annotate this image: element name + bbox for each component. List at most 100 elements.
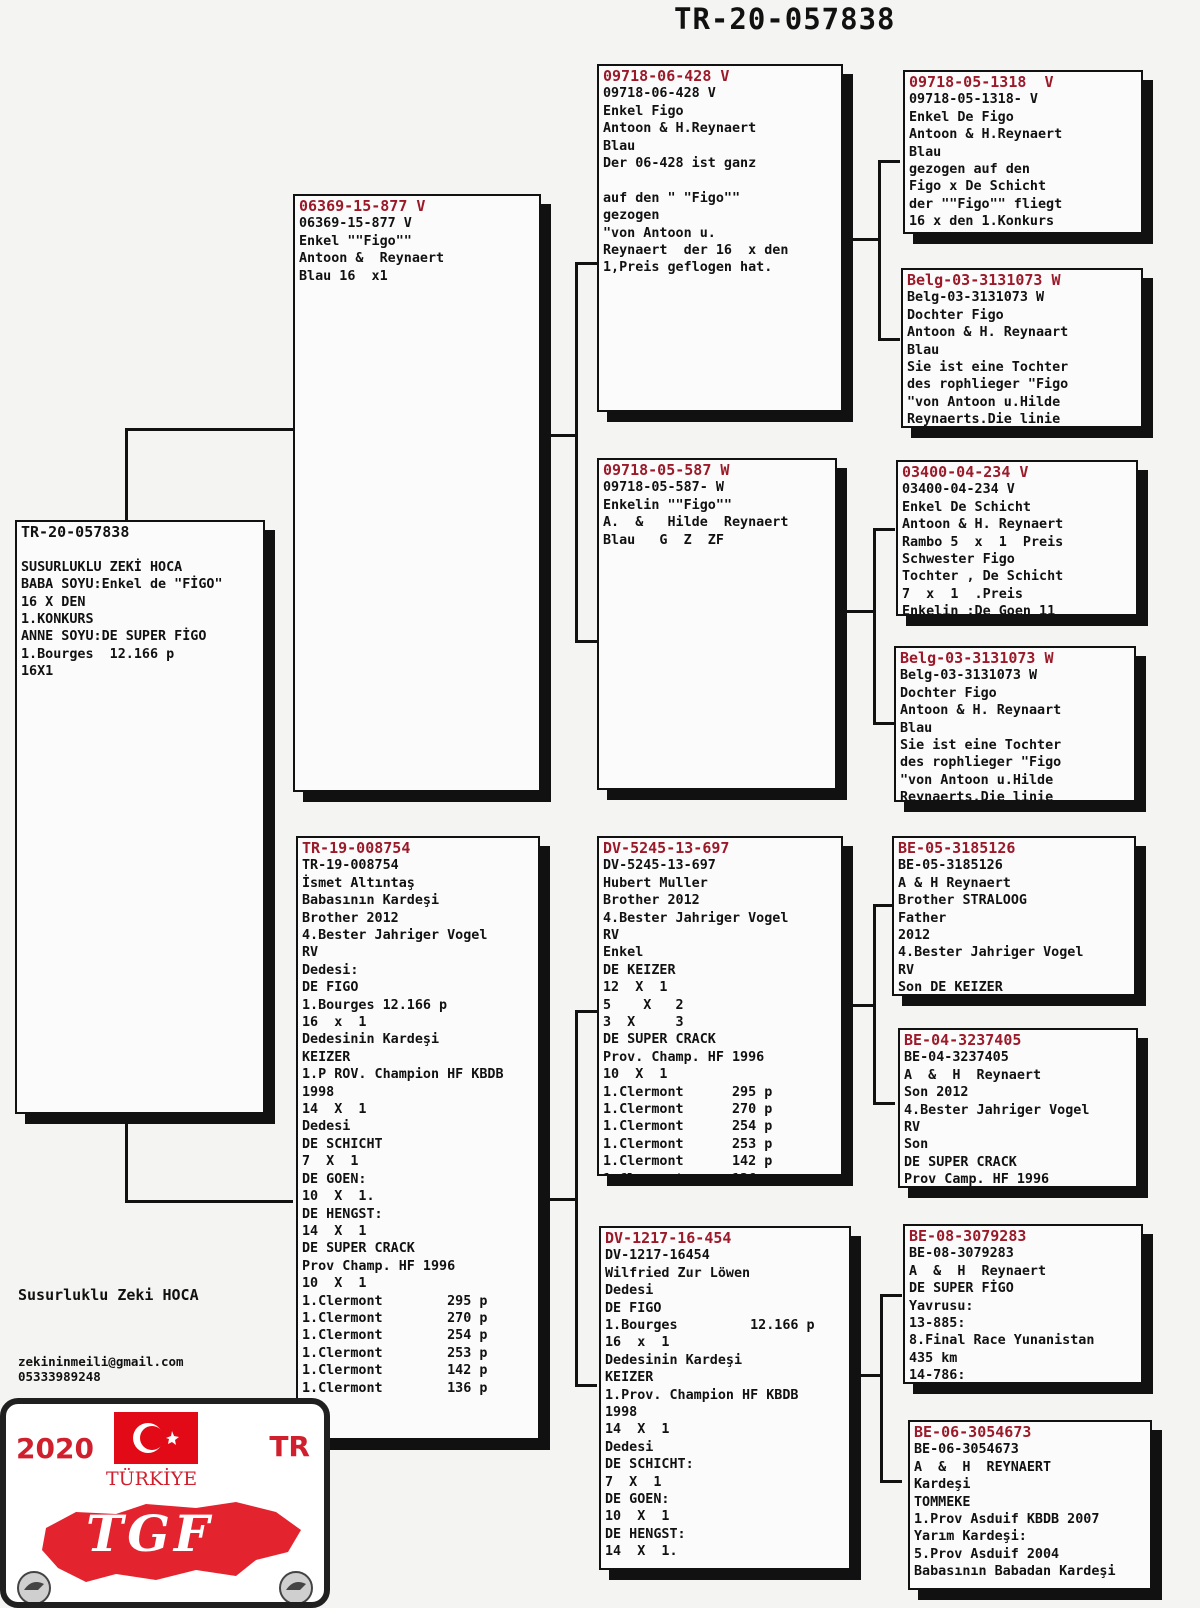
- detail-line: Blau: [907, 342, 940, 358]
- detail-line: "von Antoon u.Hilde: [907, 394, 1061, 410]
- connector: [878, 160, 900, 163]
- detail-line: des rophlieger "Figo: [907, 377, 1069, 393]
- detail-line: Reynaerts.Die linie: [907, 412, 1061, 428]
- detail-line: 16 x 1: [605, 1335, 670, 1351]
- detail-line: Dedesi:: [302, 962, 359, 978]
- detail-line: Dochter Figo: [900, 685, 997, 701]
- connector: [854, 1374, 880, 1377]
- pedigree-title: TR-20-057838: [674, 2, 896, 36]
- detail-line: Prov Camp. HF 1996: [904, 1172, 1050, 1188]
- detail-line: 1.Clermont 254 p: [603, 1119, 773, 1135]
- country-code: TR: [269, 1430, 310, 1463]
- gp2-ring-number: 09718-05-587 W: [603, 461, 730, 479]
- detail-line: 06369-15-877 V: [299, 216, 412, 232]
- gp1-ring-number: 09718-06-428 V: [603, 67, 730, 85]
- detail-line: 10 X 1: [605, 1509, 670, 1525]
- detail-line: Antoon & H. Reynaart: [907, 325, 1069, 341]
- detail-line: 1.Clermont 253 p: [302, 1345, 488, 1361]
- detail-line: 14 X 1: [605, 1422, 670, 1438]
- detail-line: [21, 541, 259, 558]
- detail-line: 1.Bourges 12.166 p: [605, 1318, 815, 1334]
- connector: [125, 428, 293, 431]
- detail-line: ANNE SOYU:DE SUPER FİGO: [21, 629, 207, 645]
- detail-line: Blau: [603, 138, 636, 154]
- detail-line: Dochter Figo: [907, 307, 1004, 323]
- detail-line: 4.Bester Jahriger Vogel: [904, 1102, 1090, 1118]
- detail-line: Son 2012: [904, 1085, 969, 1101]
- detail-line: 1,Preis geflogen hat.: [603, 260, 773, 276]
- detail-line: gezogen: [603, 208, 660, 224]
- detail-line: 1.Clermont 136 p: [302, 1380, 488, 1396]
- detail-line: 10 X 1: [302, 1276, 367, 1292]
- detail-line: DE FIGO: [302, 980, 359, 996]
- detail-line: 14 X 1.: [605, 1544, 678, 1560]
- detail-line: Enkel: [603, 945, 644, 961]
- detail-line: Hubert Muller: [603, 875, 708, 891]
- detail-line: Blau 16 x1: [299, 268, 388, 284]
- detail-line: Yarım Kardeşi:: [914, 1529, 1027, 1545]
- detail-line: DE KEIZER: [603, 962, 676, 978]
- detail-line: 1.Prov Asduif KBDB 2007: [914, 1512, 1100, 1528]
- detail-line: KEIZER: [605, 1370, 654, 1386]
- connector: [575, 262, 578, 642]
- detail-line: İsmet Altıntaş: [302, 875, 415, 891]
- detail-line: Blau: [900, 720, 933, 736]
- detail-line: A & H Reynaert: [909, 1263, 1047, 1279]
- detail-line: Dedesi: [605, 1439, 654, 1455]
- detail-line: 1.Clermont 142 p: [302, 1363, 488, 1379]
- detail-line: Yavrusu:: [909, 1298, 974, 1314]
- connector: [575, 1010, 578, 1386]
- detail-line: 435 km: [909, 1350, 958, 1366]
- detail-line: 7 X 1: [605, 1474, 662, 1490]
- detail-line: 1.Clermont 253 p: [603, 1136, 773, 1152]
- breeder-contact: zekininmeili@gmail.com 05333989248: [18, 1354, 184, 1384]
- detail-line: 14-786:: [909, 1368, 966, 1384]
- connector: [575, 1384, 597, 1387]
- detail-line: Belg-03-3131073 W: [907, 290, 1045, 306]
- detail-line: RV: [603, 928, 620, 944]
- detail-line: A & H Reynaert: [904, 1067, 1042, 1083]
- turkey-map-icon: [42, 1502, 301, 1582]
- detail-line: KEIZER: [302, 1049, 351, 1065]
- detail-line: Antoon & H. Reynaert: [902, 517, 1064, 533]
- detail-line: Rambo 5 x 1 Preis: [902, 534, 1064, 550]
- detail-line: 1998: [302, 1084, 335, 1100]
- federation-logo: TGF: [86, 1504, 214, 1563]
- detail-line: DE GOEN:: [302, 1171, 367, 1187]
- detail-line: Antoon & H.Reynaert: [603, 121, 757, 137]
- detail-line: des rophlieger "Figo: [900, 755, 1062, 771]
- connector: [125, 1110, 128, 1202]
- detail-line: Belg-03-3131073 W: [900, 668, 1038, 684]
- detail-line: Enkel Figo: [603, 103, 684, 119]
- detail-line: RV: [302, 945, 319, 961]
- ggp2-ring-number: Belg-03-3131073 W: [907, 271, 1061, 289]
- detail-line: 5 X 2: [603, 997, 684, 1013]
- detail-line: Der 06-428 ist ganz: [603, 156, 757, 172]
- detail-line: Enkel De Figo: [909, 109, 1014, 125]
- detail-line: 09718-05-1318- V: [909, 92, 1038, 108]
- detail-line: 1.Clermont 270 p: [302, 1310, 488, 1326]
- detail-line: 03400-04-234 V: [902, 482, 1015, 498]
- detail-line: RV: [898, 962, 915, 978]
- breeder-phone: 05333989248: [18, 1369, 101, 1384]
- connector: [873, 1102, 895, 1105]
- connector: [873, 904, 876, 1104]
- breeder-name: Susurluklu Zeki HOCA: [18, 1286, 199, 1304]
- detail-line: 7 x 1 .Preis: [902, 586, 1023, 602]
- detail-line: Dedesinin Kardeşi: [302, 1032, 440, 1048]
- detail-line: BE-06-3054673: [914, 1442, 1019, 1458]
- detail-line: Father: [898, 910, 947, 926]
- detail-line: Schwester Figo: [902, 552, 1015, 568]
- detail-line: Dedesi: [302, 1119, 351, 1135]
- detail-line: 16 x 1: [302, 1015, 367, 1031]
